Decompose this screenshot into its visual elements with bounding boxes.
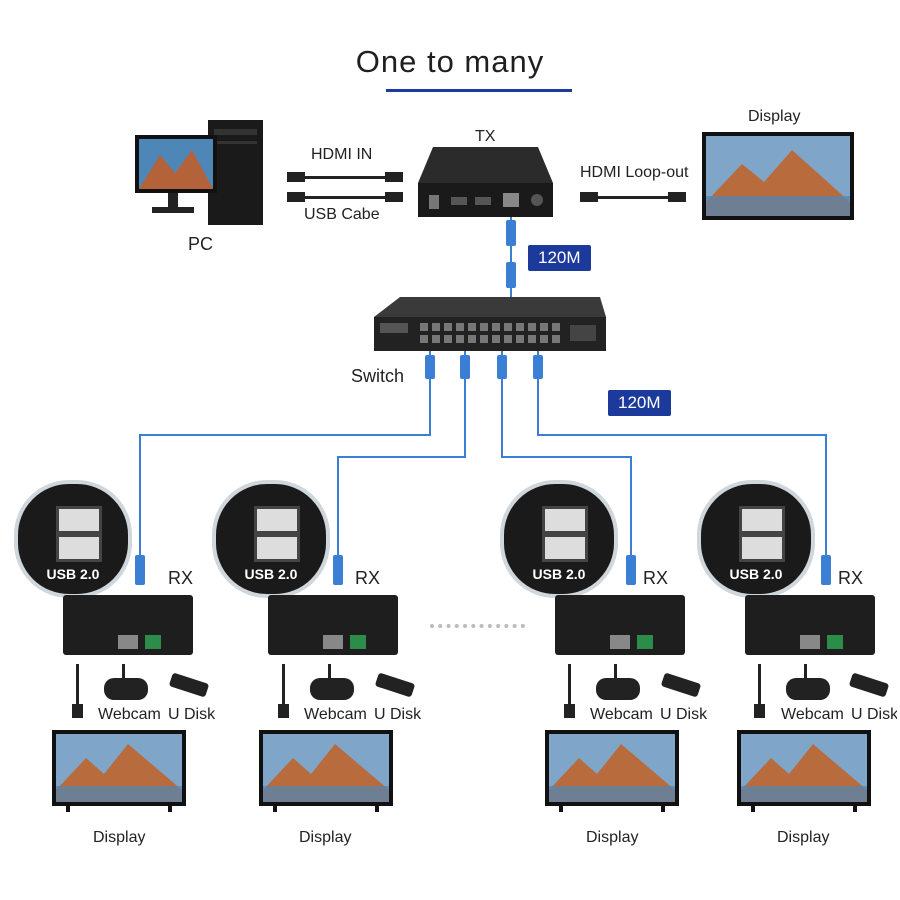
cable-connector	[497, 355, 507, 379]
usb-zoom-circle: USB 2.0	[14, 480, 132, 598]
cable-connector	[626, 555, 636, 585]
rx-device	[555, 595, 685, 655]
display-icon	[737, 730, 871, 812]
rx-label: RX	[838, 568, 863, 589]
display-label: Display	[299, 829, 351, 847]
rx-label: RX	[355, 568, 380, 589]
speed-badge-top: 120M	[528, 245, 591, 271]
top-display-label: Display	[748, 108, 800, 126]
tx-device-icon	[413, 145, 558, 220]
pc-icon	[130, 115, 270, 230]
display-icon	[545, 730, 679, 812]
network-switch-icon	[370, 295, 610, 355]
usb-port-icon	[739, 506, 785, 534]
cable-connector	[533, 355, 543, 379]
usb-zoom-circle: USB 2.0	[697, 480, 815, 598]
usb-port-icon	[610, 635, 630, 649]
cable-connector	[460, 355, 470, 379]
speed-badge-bottom: 120M	[608, 390, 671, 416]
hdmi-cable-icon	[578, 188, 688, 208]
udisk-label: U Disk	[168, 706, 215, 724]
cable-connector	[821, 555, 831, 585]
webcam-label: Webcam	[304, 706, 367, 724]
usb-zoom-circle: USB 2.0	[500, 480, 618, 598]
rx-label: RX	[643, 568, 668, 589]
rx-label: RX	[168, 568, 193, 589]
cable-connector	[425, 355, 435, 379]
usb-cable-label: USB Cabe	[304, 206, 380, 224]
more-receivers-dots	[430, 624, 525, 628]
switch-label: Switch	[351, 366, 404, 387]
terminal-block-icon	[145, 635, 161, 649]
udisk-label: U Disk	[851, 706, 897, 724]
rx-device	[268, 595, 398, 655]
display-label: Display	[586, 829, 638, 847]
usb-port-icon	[118, 635, 138, 649]
usb-port-icon	[542, 534, 588, 562]
hdmi-usb-cables-icon	[285, 168, 405, 208]
usb-port-icon	[323, 635, 343, 649]
webcam-label: Webcam	[98, 706, 161, 724]
usb-zoom-circle: USB 2.0	[212, 480, 330, 598]
terminal-block-icon	[827, 635, 843, 649]
cable-connector	[135, 555, 145, 585]
rx-device	[63, 595, 193, 655]
display-icon	[259, 730, 393, 812]
display-label: Display	[93, 829, 145, 847]
usb-port-icon	[739, 534, 785, 562]
udisk-label: U Disk	[374, 706, 421, 724]
cable-connector	[333, 555, 343, 585]
usb-port-icon	[56, 506, 102, 534]
pc-label: PC	[188, 234, 213, 255]
usb-port-icon	[56, 534, 102, 562]
usb-label: USB 2.0	[504, 566, 614, 582]
terminal-block-icon	[637, 635, 653, 649]
webcam-label: Webcam	[781, 706, 844, 724]
usb-label: USB 2.0	[216, 566, 326, 582]
display-icon	[52, 730, 186, 812]
hdmi-loop-out-label: HDMI Loop-out	[580, 164, 689, 182]
usb-port-icon	[800, 635, 820, 649]
cable-connector	[506, 262, 516, 288]
usb-port-icon	[254, 534, 300, 562]
terminal-block-icon	[350, 635, 366, 649]
top-display-icon	[702, 132, 854, 220]
display-label: Display	[777, 829, 829, 847]
usb-port-icon	[254, 506, 300, 534]
cable-connector	[506, 220, 516, 246]
usb-port-icon	[542, 506, 588, 534]
webcam-label: Webcam	[590, 706, 653, 724]
udisk-label: U Disk	[660, 706, 707, 724]
usb-label: USB 2.0	[18, 566, 128, 582]
rx-device	[745, 595, 875, 655]
usb-label: USB 2.0	[701, 566, 811, 582]
tx-label: TX	[475, 128, 495, 146]
hdmi-in-label: HDMI IN	[311, 146, 372, 164]
